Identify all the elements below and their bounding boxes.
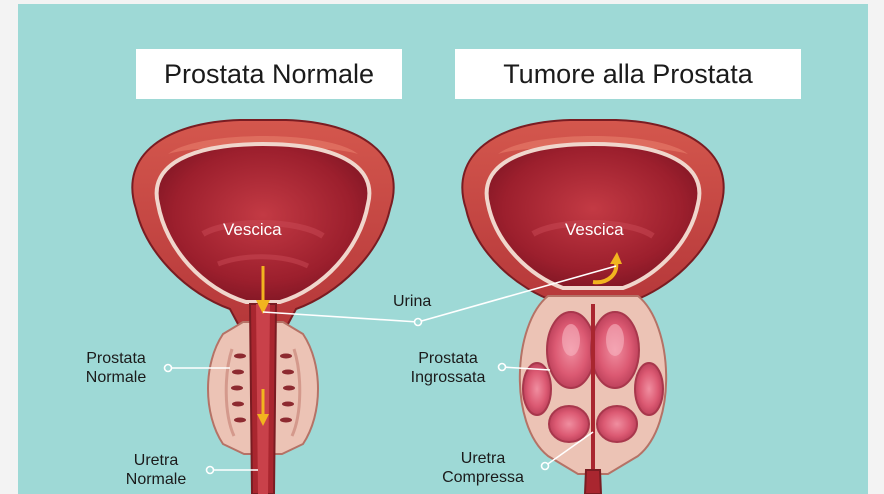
title-prostate-tumor: Tumore alla Prostata [455, 49, 801, 99]
bladder-label-right: Vescica [565, 220, 624, 240]
normal-urethra-label: Uretra Normale [116, 451, 196, 489]
right-bladder [462, 120, 723, 302]
diagram-panel: Prostata Normale Tumore alla Prostata Ve… [18, 4, 868, 494]
normal-prostate-label-line1: Prostata [76, 349, 156, 368]
compressed-urethra-label: Uretra Compressa [433, 449, 533, 487]
compressed-urethra-label-line2: Compressa [433, 468, 533, 487]
enlarged-prostate-label-line2: Ingrossata [403, 368, 493, 387]
normal-prostate-label-line2: Normale [76, 368, 156, 387]
title-normal-prostate: Prostata Normale [136, 49, 402, 99]
enlarged-prostate-label: Prostata Ingrossata [403, 349, 493, 387]
bladder-label-left: Vescica [223, 220, 282, 240]
normal-urethra-label-line1: Uretra [116, 451, 196, 470]
compressed-urethra-label-line1: Uretra [433, 449, 533, 468]
urine-label: Urina [393, 292, 431, 311]
enlarged-prostate-label-line1: Prostata [403, 349, 493, 368]
normal-prostate-label: Prostata Normale [76, 349, 156, 387]
normal-urethra-label-line2: Normale [116, 470, 196, 489]
